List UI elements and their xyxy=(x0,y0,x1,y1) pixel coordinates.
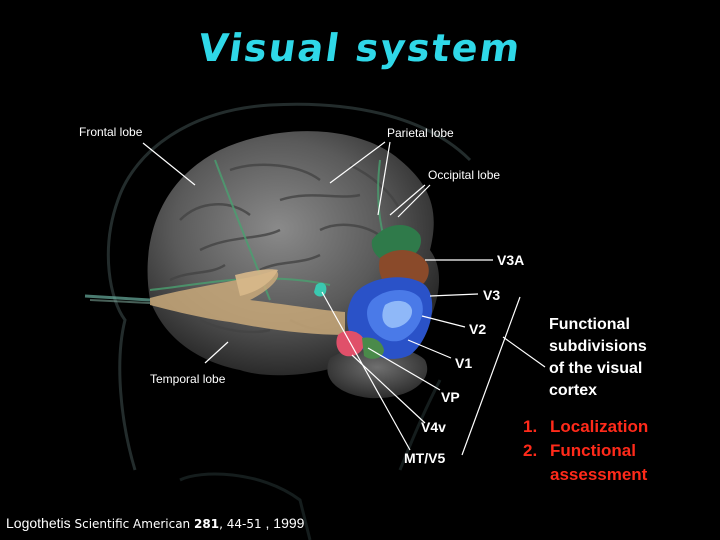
numbered-list: 1. Localization 2. Functional assessment xyxy=(523,415,648,487)
functional-subdivisions-caption: Functional subdivisions of the visual co… xyxy=(549,314,714,402)
citation-year: , 1999 xyxy=(265,515,305,531)
label-frontal-lobe: Frontal lobe xyxy=(79,125,143,139)
citation-volume: 281 xyxy=(194,517,220,531)
list-text: Localization xyxy=(550,417,649,436)
label-v2: V2 xyxy=(469,321,487,337)
citation-author: Logothetis xyxy=(6,515,71,531)
citation: Logothetis Scientific American 281, 44-5… xyxy=(6,515,304,531)
label-temporal-lobe: Temporal lobe xyxy=(150,372,226,386)
caption-line: Functional xyxy=(549,316,630,333)
list-item: 2. Functional xyxy=(523,439,648,463)
label-mt-v5: MT/V5 xyxy=(404,450,446,466)
list-number: 2. xyxy=(523,441,538,460)
list-text: Functional xyxy=(550,441,636,460)
head-outline xyxy=(106,102,472,471)
citation-pages: , 44-51 xyxy=(219,517,262,531)
label-vp: VP xyxy=(441,389,460,405)
caption-line: subdivisions xyxy=(549,338,647,355)
list-number: 1. xyxy=(523,417,538,436)
label-v3: V3 xyxy=(483,287,501,303)
label-occipital-lobe: Occipital lobe xyxy=(428,168,501,182)
label-v1: V1 xyxy=(455,355,473,371)
slide-title: Visual system xyxy=(195,26,525,70)
list-item: 1. Localization xyxy=(523,415,648,439)
cerebellum xyxy=(327,346,428,399)
area-mt-shape xyxy=(314,282,327,297)
caption-line: of the visual xyxy=(549,360,643,377)
list-text: assessment xyxy=(550,465,648,484)
label-v3a: V3A xyxy=(497,252,525,268)
label-v4v: V4v xyxy=(421,419,446,435)
list-item-continuation: assessment xyxy=(523,463,648,487)
optic-radiation xyxy=(150,270,345,335)
label-parietal-lobe: Parietal lobe xyxy=(387,126,454,140)
caption-line: cortex xyxy=(549,382,598,399)
citation-journal: Scientific American xyxy=(74,517,191,531)
